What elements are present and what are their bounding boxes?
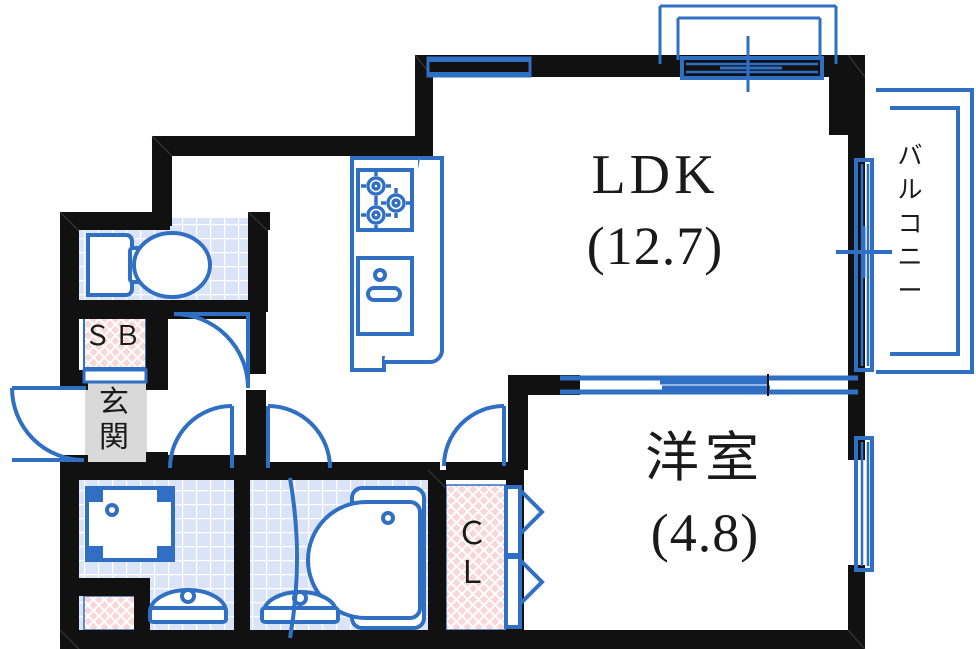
- gas-stove-3-burner-icon: [356, 168, 414, 232]
- washing-machine-pan-icon: [85, 486, 175, 562]
- entrance-label: 玄関: [99, 386, 129, 455]
- door-swings[interactable]: [10, 312, 506, 469]
- ldk-room-label: LDK: [591, 144, 719, 206]
- western-room-area: (4.8): [650, 503, 760, 563]
- vanity-sink-icon: [147, 588, 229, 624]
- ldk-room-sliding-partition[interactable]: [560, 374, 858, 396]
- wall-corner-marks: [59, 54, 866, 649]
- balcony-outline: [876, 88, 974, 374]
- shoe-box-shelf: [82, 368, 148, 384]
- toilet-icon: [86, 231, 212, 299]
- bathtub-icon: [306, 486, 426, 630]
- western-room-label: 洋室: [645, 428, 765, 488]
- shower-basin-icon: [260, 590, 340, 624]
- closet-folding-door[interactable]: [504, 485, 545, 629]
- bath-door-panel[interactable]: [288, 477, 299, 639]
- shoe-box-label: ＳＢ: [84, 321, 144, 351]
- ldk-area-label: (12.7): [586, 216, 724, 276]
- genkan-floor: [85, 375, 147, 465]
- balcony-label: バルコニー: [897, 143, 923, 305]
- kitchen-sink-icon: [356, 256, 414, 336]
- windows[interactable]: [426, 4, 892, 572]
